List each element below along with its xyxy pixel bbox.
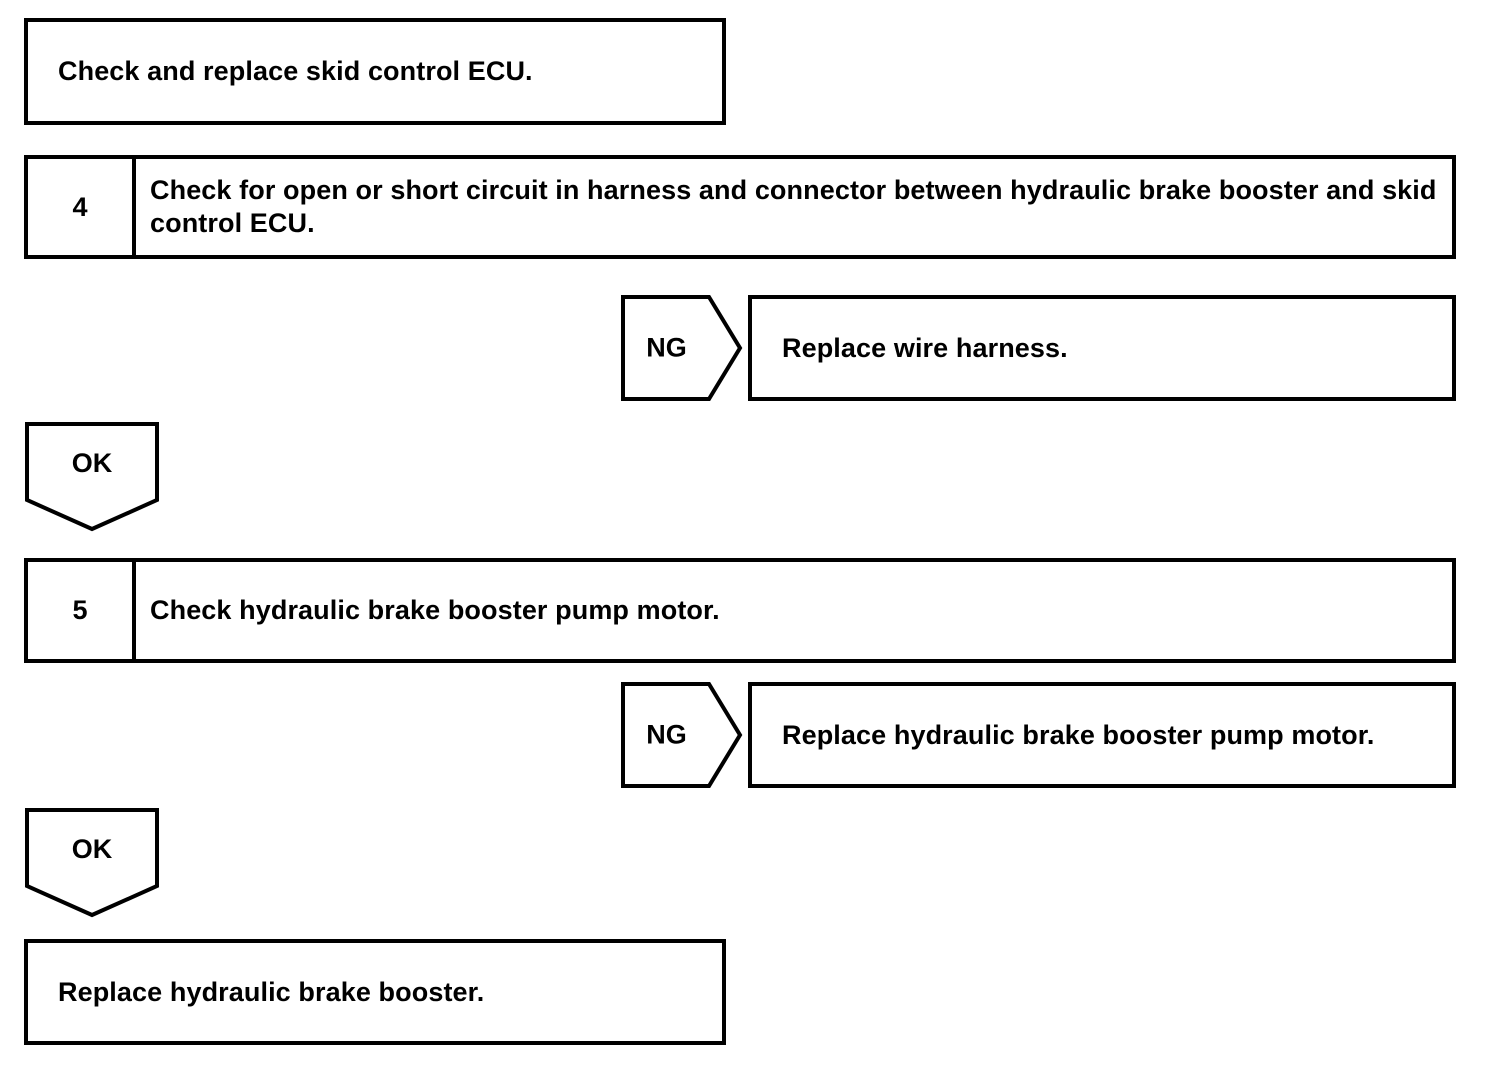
step-4-number: 4 bbox=[28, 159, 136, 255]
node-step-5: 5 Check hydraulic brake booster pump mot… bbox=[24, 558, 1456, 663]
tag-ok-step-5-label: OK bbox=[71, 834, 113, 864]
node-replace-pump-motor: Replace hydraulic brake booster pump mot… bbox=[748, 682, 1456, 788]
ng-chevron-shape-icon bbox=[621, 295, 743, 401]
step-4-body: Check for open or short circuit in harne… bbox=[136, 159, 1452, 255]
tag-ng-step-5: NG bbox=[621, 682, 743, 788]
node-check-replace-skid-control-ecu: Check and replace skid control ECU. bbox=[24, 18, 726, 125]
node-step-4: 4 Check for open or short circuit in har… bbox=[24, 155, 1456, 259]
step-5-text: Check hydraulic brake booster pump motor… bbox=[150, 595, 720, 626]
step-5-body: Check hydraulic brake booster pump motor… bbox=[136, 562, 1452, 659]
tag-ng-step-4-label: NG bbox=[646, 332, 687, 363]
node-replace-hydraulic-brake-booster-text: Replace hydraulic brake booster. bbox=[58, 976, 485, 1007]
ok-chevron-down-shape-icon bbox=[25, 422, 159, 532]
node-replace-wire-harness: Replace wire harness. bbox=[748, 295, 1456, 401]
step-4-text: Check for open or short circuit in harne… bbox=[150, 175, 1437, 238]
tag-ng-step-5-label: NG bbox=[646, 719, 687, 750]
node-replace-pump-motor-text: Replace hydraulic brake booster pump mot… bbox=[782, 719, 1375, 750]
tag-ok-step-5: OK bbox=[25, 808, 159, 918]
step-5-number: 5 bbox=[28, 562, 136, 659]
tag-ok-step-4-label: OK bbox=[71, 448, 113, 478]
ng-chevron-shape-icon bbox=[621, 682, 743, 788]
tag-ok-step-4: OK bbox=[25, 422, 159, 532]
node-replace-hydraulic-brake-booster: Replace hydraulic brake booster. bbox=[24, 939, 726, 1045]
tag-ng-step-4: NG bbox=[621, 295, 743, 401]
node-check-replace-skid-control-ecu-text: Check and replace skid control ECU. bbox=[58, 56, 533, 87]
node-replace-wire-harness-text: Replace wire harness. bbox=[782, 332, 1068, 363]
ok-chevron-down-shape-icon bbox=[25, 808, 159, 918]
